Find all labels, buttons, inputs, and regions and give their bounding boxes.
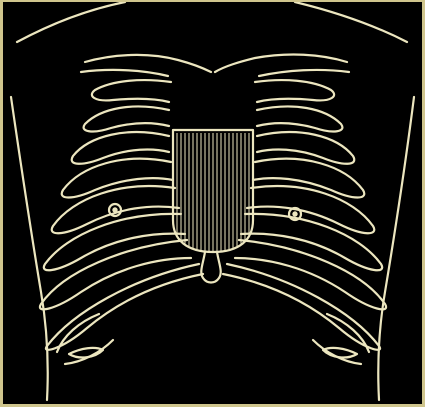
rib-tip-left xyxy=(69,348,103,358)
rib-right-1 xyxy=(255,80,334,102)
rib-left-1 xyxy=(92,80,171,102)
neck-right-outline xyxy=(295,2,407,42)
rib-right-5 xyxy=(247,186,374,233)
torso-left-outline xyxy=(11,97,48,400)
rib-tip-right xyxy=(323,348,357,358)
sternum-hatching xyxy=(177,133,249,251)
diagram-panel xyxy=(3,2,422,404)
rib-left-2 xyxy=(84,106,169,131)
xiphoid-process xyxy=(201,252,220,283)
nipple-left-center xyxy=(113,208,116,211)
rib-right-2 xyxy=(257,106,342,131)
rib-right-7 xyxy=(235,240,386,309)
rib-right-9 xyxy=(327,314,369,352)
neck-left-outline xyxy=(17,2,125,42)
nipple-right-center xyxy=(293,212,296,215)
rib-left-9 xyxy=(57,314,99,352)
clavicle-left-lower xyxy=(81,70,168,76)
rib-left-7 xyxy=(40,240,191,309)
clavicle-right-lower xyxy=(259,70,349,76)
thorax-diagram xyxy=(3,2,422,404)
torso-right-outline xyxy=(378,97,414,400)
